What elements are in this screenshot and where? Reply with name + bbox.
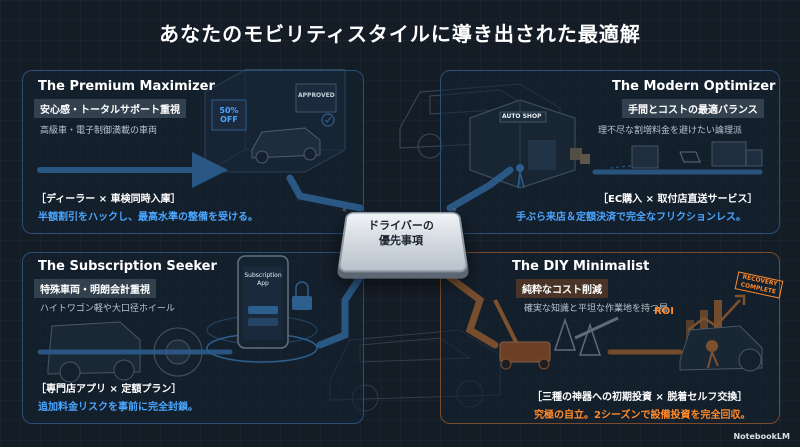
diy-subtitle: 純粋なコスト削減 xyxy=(516,279,608,298)
roi-label: ROI xyxy=(654,306,674,317)
hub-line-2: 優先事項 xyxy=(379,234,423,247)
panel-subscription-seeker xyxy=(22,252,364,424)
modern-result: 手ぶら来店＆定額決済で完全なフリクションレス。 xyxy=(516,212,746,223)
modern-title: The Modern Optimizer xyxy=(612,79,776,94)
center-hub-label: ドライバーの 優先事項 xyxy=(342,218,460,248)
diy-result: 究極の自立。2シーズンで設備投資を完全回収。 xyxy=(534,410,751,421)
phone-app-label: Subscription App xyxy=(244,272,282,287)
discount-sign: 50% OFF xyxy=(219,106,239,124)
diy-description: 確実な知識と平坦な作業地を持つ層 xyxy=(524,304,669,314)
subscription-subtitle: 特殊車両・明朗会計重視 xyxy=(34,279,156,298)
page-title: あなたのモビリティスタイルに導き出された最適解 xyxy=(159,22,641,46)
subscription-category: ［専門店アプリ × 定額プラン］ xyxy=(36,384,182,395)
subscription-result: 追加料金リスクを事前に完全封鎖。 xyxy=(38,402,198,413)
premium-category: ［ディーラー × 車検同時入庫］ xyxy=(36,194,181,205)
modern-description: 理不尽な割増料金を避けたい論理派 xyxy=(598,126,743,136)
auto-shop-sign: AUTO SHOP xyxy=(502,113,542,120)
brand-label: NotebookLM xyxy=(733,432,790,441)
approved-sign: APPROVED xyxy=(298,92,335,99)
panel-diy-minimalist xyxy=(440,252,780,424)
modern-category: ［EC購入 × 取付店直送サービス］ xyxy=(598,194,758,205)
premium-result: 半額割引をハックし、最高水準の整備を受ける。 xyxy=(38,212,258,223)
panel-premium-maximizer xyxy=(22,70,364,234)
diy-title: The DIY Minimalist xyxy=(512,259,650,274)
premium-subtitle: 安心感・トータルサポート重視 xyxy=(34,99,186,118)
modern-subtitle: 手間とコストの最適バランス xyxy=(622,99,764,118)
hub-line-1: ドライバーの xyxy=(368,219,434,232)
diy-category: ［三種の神器への初期投資 × 脱着セルフ交換］ xyxy=(532,392,748,403)
premium-description: 高級車・電子制御満載の車両 xyxy=(40,126,158,136)
subscription-title: The Subscription Seeker xyxy=(38,259,217,274)
panel-modern-optimizer xyxy=(440,70,780,234)
subscription-description: ハイトワゴン軽や大口径ホイール xyxy=(40,304,175,314)
premium-title: The Premium Maximizer xyxy=(38,79,215,94)
